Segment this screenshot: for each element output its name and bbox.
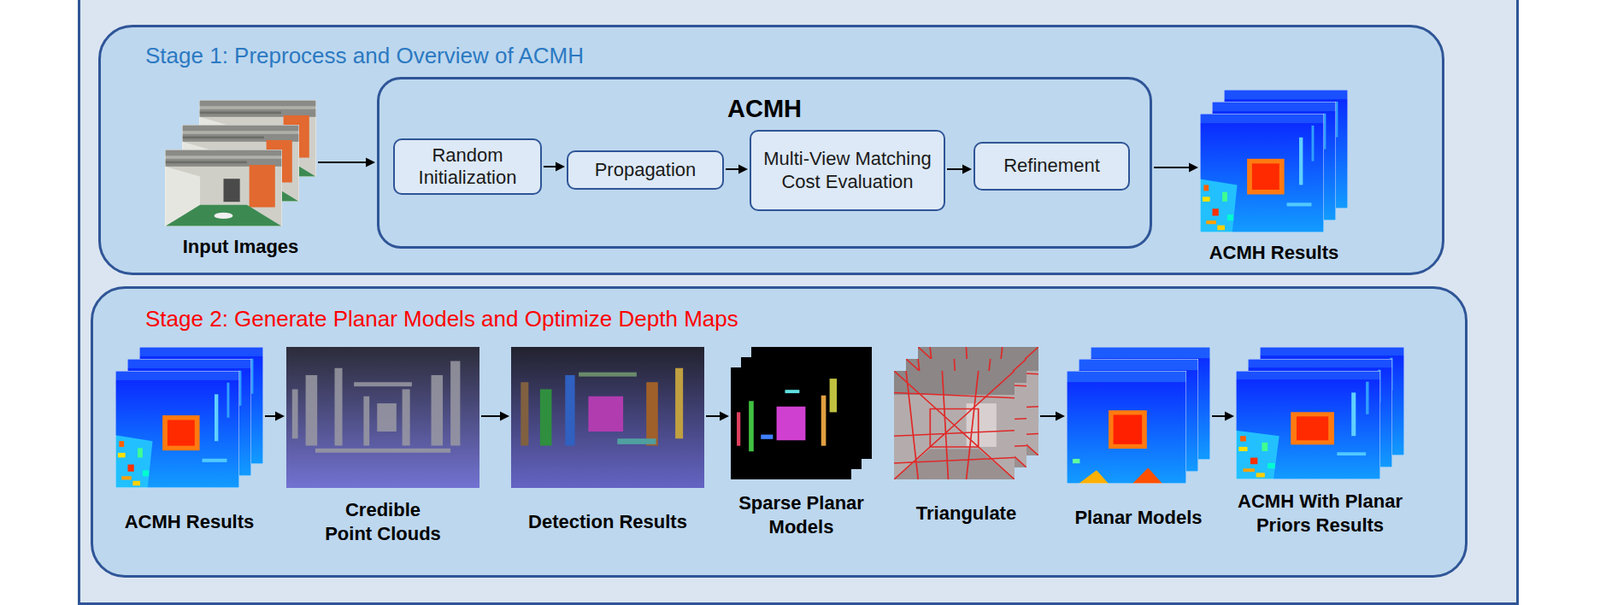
process-label: Multi-View Matching Cost Evaluation [759, 147, 936, 194]
image-figure: Credible Point Clouds [286, 347, 480, 489]
image-figure: Detection Results [511, 347, 705, 489]
method-group-box: ACMH Random Initialization Propagation Mult… [376, 76, 1153, 249]
image-figure: ACMH Results [1200, 89, 1348, 233]
image-caption: ACMH With Planar Priors Results [1217, 489, 1424, 537]
process-box: Multi-View Matching Cost Evaluation [749, 129, 946, 212]
image-caption: Triangulate [916, 501, 1017, 526]
process-label: Random Initialization [403, 144, 532, 190]
stage-title: Stage 2: Generate Planar Models and Opti… [145, 305, 739, 333]
caption-wrap: ACMH Results [1209, 241, 1340, 265]
image-figure: Triangulate [894, 347, 1039, 480]
caption-wrap: Sparse Planar Models [733, 491, 871, 539]
process-label: Propagation [594, 158, 697, 182]
caption-wrap: Detection Results [528, 510, 688, 535]
stage-band: Stage 2: Generate Planar Models and Opti… [90, 286, 1468, 578]
image-caption: ACMH Results [1209, 241, 1340, 265]
process-box: Propagation [566, 150, 724, 190]
caption-wrap: ACMH With Planar Priors Results [1217, 489, 1424, 537]
image-caption: ACMH Results [124, 510, 255, 535]
image-figure: Planar Models [1066, 347, 1211, 484]
image-caption: Planar Models [1074, 505, 1202, 530]
process-box: Random Initialization [393, 138, 542, 195]
caption-wrap: Credible Point Clouds [322, 498, 444, 546]
image-caption: Credible Point Clouds [322, 498, 444, 546]
stage-band: Stage 1: Preprocess and Overview of ACMH… [98, 24, 1445, 276]
caption-wrap: Planar Models [1074, 505, 1202, 530]
process-box: Refinement [973, 141, 1130, 191]
image-figure: Input Images [164, 100, 317, 227]
caption-wrap: Input Images [182, 235, 300, 259]
image-caption: Sparse Planar Models [733, 491, 871, 539]
caption-wrap: ACMH Results [124, 510, 255, 535]
image-figure: ACMH Results [115, 347, 264, 489]
image-caption: Detection Results [528, 510, 688, 535]
group-title: ACMH [379, 94, 1150, 124]
image-figure: Sparse Planar Models [730, 347, 872, 480]
caption-wrap: Triangulate [916, 501, 1017, 526]
image-caption: Input Images [182, 235, 300, 259]
stage-title: Stage 1: Preprocess and Overview of ACMH [145, 42, 584, 70]
process-label: Refinement [1003, 154, 1100, 177]
image-figure: ACMH With Planar Priors Results [1235, 347, 1405, 480]
